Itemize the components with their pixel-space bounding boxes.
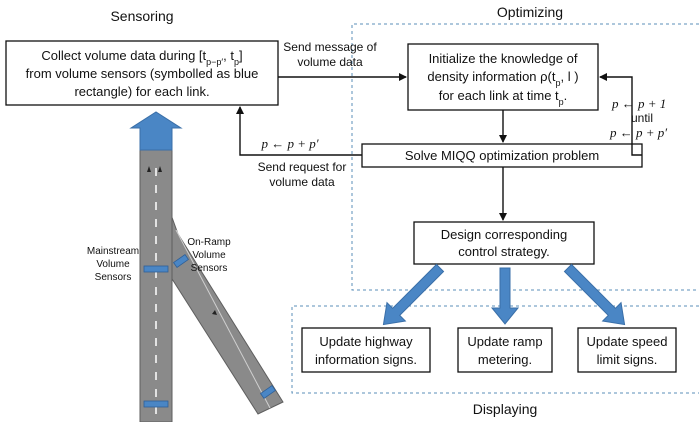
arrow-send-request xyxy=(236,106,362,156)
speed-line-1: Update speed xyxy=(587,334,668,349)
mainstream-label-2: Volume xyxy=(96,259,130,270)
mainstream-label-1: Mainstream xyxy=(87,246,139,257)
solve-label: Solve MIQQ optimization problem xyxy=(405,148,599,163)
collect-line-3: rectangle) for each link. xyxy=(74,84,209,99)
update-highway-box: Update highway information signs. xyxy=(301,327,431,373)
initialize-line-3: for each link at time tp. xyxy=(439,88,568,107)
highway-line-1: Update highway xyxy=(319,334,413,349)
loop-label-3: p ← p + p′ xyxy=(609,125,667,140)
ramp-line-2: metering. xyxy=(478,352,532,367)
update-speed-box: Update speed limit signs. xyxy=(577,327,677,373)
on-ramp-sensor xyxy=(172,253,190,269)
update-ramp-box: Update ramp metering. xyxy=(457,327,553,373)
send-message-label-2: volume data xyxy=(297,55,363,69)
collect-line-2: from volume sensors (symbolled as blue xyxy=(26,66,259,81)
solve-miqq-box: Solve MIQQ optimization problem xyxy=(361,143,643,168)
on-ramp-direction-marker xyxy=(212,310,217,315)
mainstream-direction-marker-left xyxy=(147,166,151,172)
collect-volume-data-box: Collect volume data during [tp−p′, tp] f… xyxy=(5,40,279,106)
speed-line-2: limit signs. xyxy=(597,352,658,367)
ramp-line-1: Update ramp xyxy=(467,334,542,349)
highway-line-2: information signs. xyxy=(315,352,417,367)
mainstream-up-arrow xyxy=(129,111,183,151)
initialize-line-2: density information ρ(tp, l ) xyxy=(427,69,578,88)
fat-arrow-to-speed xyxy=(563,263,626,326)
fat-arrow-to-highway xyxy=(382,263,445,326)
design-line-2: control strategy. xyxy=(458,244,550,259)
loop-label-2: until xyxy=(631,111,653,125)
on-ramp-road xyxy=(159,183,284,415)
send-message-label-1: Send message of xyxy=(283,40,377,54)
onramp-label-3: Sensors xyxy=(191,263,228,274)
onramp-label-2: Volume xyxy=(192,250,226,261)
mainstream-direction-marker-right xyxy=(158,166,162,172)
p-update-label: p ← p + p′ xyxy=(260,136,318,151)
section-title-displaying: Displaying xyxy=(473,401,538,417)
onramp-label-1: On-Ramp xyxy=(187,237,231,248)
mainstream-lower-sensor xyxy=(143,400,169,408)
design-control-box: Design corresponding control strategy. xyxy=(413,221,595,265)
initialize-line-1: Initialize the knowledge of xyxy=(429,51,578,66)
send-request-label-2: volume data xyxy=(269,175,335,189)
on-ramp-lower-sensor xyxy=(259,384,277,400)
fat-arrow-to-ramp xyxy=(490,267,520,325)
section-title-optimizing: Optimizing xyxy=(497,4,563,20)
displaying-region xyxy=(291,305,699,394)
on-ramp-center xyxy=(175,229,271,409)
collect-line-1: Collect volume data during [tp−p′, tp] xyxy=(41,48,242,67)
design-line-1: Design corresponding xyxy=(441,227,567,242)
mainstream-sensor xyxy=(143,265,169,273)
optimizing-region xyxy=(351,23,699,291)
loop-label-1: p ← p + 1 xyxy=(611,96,666,111)
mainstream-label-3: Sensors xyxy=(95,272,132,283)
road-illustration xyxy=(129,111,284,422)
initialize-density-box: Initialize the knowledge of density info… xyxy=(407,43,599,111)
arrow-loop-back xyxy=(599,73,642,156)
send-request-label-1: Send request for xyxy=(258,160,347,174)
section-title-sensoring: Sensoring xyxy=(110,8,173,24)
fat-arrows xyxy=(382,263,626,326)
